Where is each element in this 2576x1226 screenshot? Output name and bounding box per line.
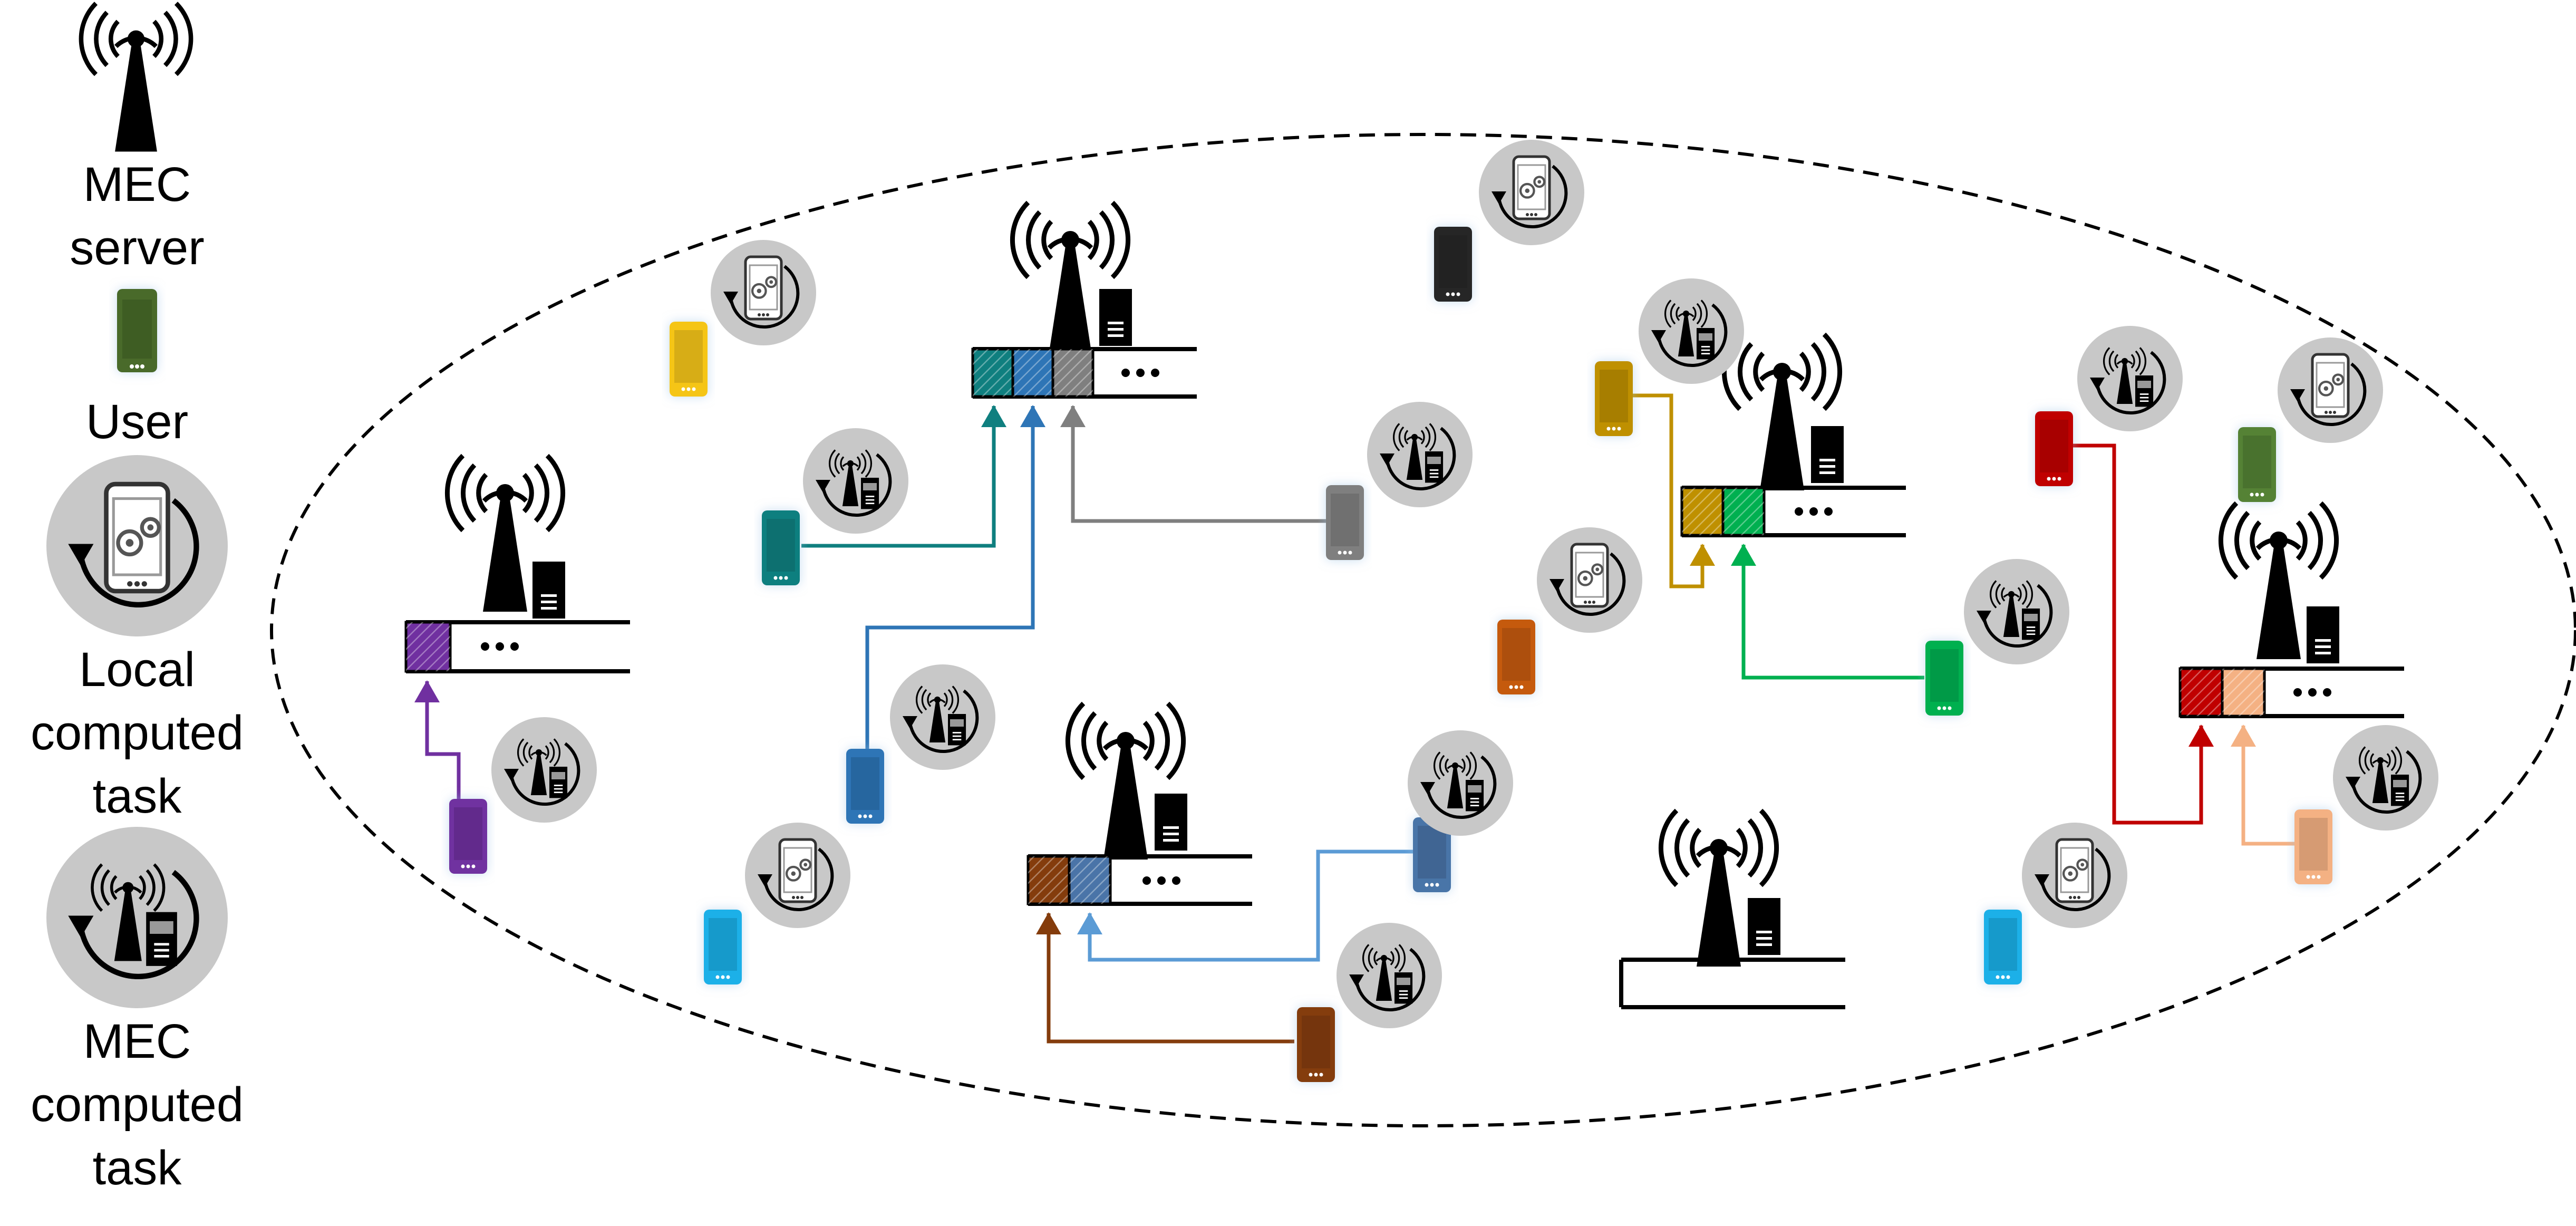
link-blue	[865, 406, 1035, 754]
mec-computed-task-icon-10	[1639, 278, 1744, 384]
user-olive-phone-icon	[2238, 427, 2276, 502]
queue-ellipsis	[1795, 507, 1833, 516]
local-computed-task-icon-4	[745, 823, 850, 928]
legend-mec-server-label: MEC server	[70, 158, 205, 275]
mec-computed-task-icon-12	[1964, 559, 2069, 664]
mec-computed-task-icon-5	[1367, 402, 1473, 507]
local-computed-task-icon-16	[2022, 823, 2127, 928]
user-red-phone-icon	[2035, 411, 2073, 486]
link-purple	[425, 681, 461, 812]
mec-computed-task-icon-13	[2077, 326, 2183, 431]
legend: MEC server User Local computed task MEC …	[0, 0, 274, 1226]
link-brown	[1047, 913, 1294, 1044]
mec-computed-task-icon-8	[1337, 923, 1442, 1028]
mec-server-2	[971, 202, 1197, 399]
mec-server-6	[1619, 810, 1845, 1009]
user-gray-phone-icon	[1326, 485, 1364, 560]
local-computed-task-icon-14	[2278, 337, 2383, 443]
queue-ellipsis	[1121, 369, 1159, 377]
legend-mec-task-icon	[46, 827, 228, 1008]
legend-user-label: User	[85, 395, 189, 449]
mec-server-4	[1680, 334, 1906, 537]
local-computed-task-icon-9	[1479, 140, 1584, 245]
mec-server-1	[404, 456, 630, 673]
user-brown-phone-icon	[1297, 1007, 1335, 1082]
mec-server-5	[2178, 503, 2404, 718]
user-steel-phone-icon	[1413, 817, 1451, 892]
queue-ellipsis	[2293, 688, 2331, 697]
queue-ellipsis	[481, 642, 519, 651]
link-red	[2056, 443, 2203, 825]
mec-computed-task-icon-6	[491, 717, 597, 823]
legend-user-phone-icon	[117, 289, 157, 372]
user-orange-phone-icon	[1497, 620, 1535, 694]
user-peach-phone-icon	[2294, 809, 2332, 884]
local-computed-task-icon-11	[1537, 527, 1642, 633]
user-cyan-left-phone-icon	[704, 910, 742, 984]
link-gray	[1071, 406, 1331, 523]
user-yellow-phone-icon	[670, 322, 708, 397]
legend-local-task-label: Local computed task	[30, 643, 244, 823]
coverage-area-boundary	[270, 133, 2576, 1127]
user-black-phone-icon	[1434, 227, 1472, 302]
queue-ellipsis	[1142, 876, 1180, 885]
legend-local-task-icon	[46, 455, 228, 636]
link-steel	[1088, 849, 1414, 962]
offload-links	[425, 393, 2299, 1044]
link-gold	[1626, 393, 1705, 588]
mec-computed-task-icon-7	[1408, 730, 1513, 836]
mec-computed-task-icon-2	[803, 428, 908, 534]
user-gold-phone-icon	[1595, 361, 1633, 436]
mec-server-3	[1026, 703, 1252, 906]
users	[449, 140, 2438, 1082]
user-teal-phone-icon	[762, 510, 800, 585]
user-blue-phone-icon	[846, 749, 884, 824]
mec-computed-task-icon-3	[890, 664, 995, 770]
link-arrowheads	[414, 405, 2256, 934]
link-teal	[801, 406, 996, 548]
user-purple-phone-icon	[449, 799, 487, 874]
legend-mec-task-label: MEC computed task	[30, 1015, 244, 1195]
legend-mec-server-icon	[81, 3, 191, 151]
mec-computed-task-icon-15	[2333, 725, 2438, 831]
local-computed-task-icon-1	[711, 240, 816, 345]
link-green	[1741, 545, 1924, 680]
user-green-phone-icon	[1925, 641, 1963, 716]
user-cyan-right-phone-icon	[1984, 910, 2022, 984]
link-peach	[2241, 726, 2299, 846]
